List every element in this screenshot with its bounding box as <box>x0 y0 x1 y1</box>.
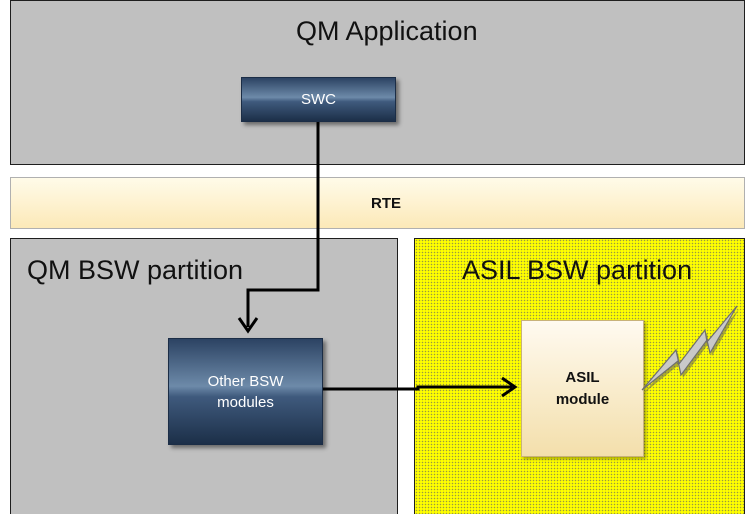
qm-application-title: QM Application <box>296 16 478 46</box>
other-bsw-label-line1: Other BSW <box>207 372 284 390</box>
bsw-to-asil-arrow <box>323 385 512 391</box>
swc-label: SWC <box>301 91 336 108</box>
rte-layer: RTE <box>10 177 745 229</box>
asil-module-box: ASIL module <box>521 320 644 457</box>
bsw-to-asil-arrowhead <box>501 376 518 398</box>
swc-to-bsw-arrowhead <box>237 317 259 334</box>
other-bsw-label-line2: modules <box>217 393 274 411</box>
asil-module-label-line1: ASIL <box>565 368 600 386</box>
other-bsw-modules-box: Other BSW modules <box>168 338 323 445</box>
swc-box: SWC <box>241 77 396 122</box>
lightning-bolt-icon <box>641 305 739 393</box>
rte-label: RTE <box>371 195 401 212</box>
asil-bsw-partition-title: ASIL BSW partition <box>462 255 693 285</box>
asil-module-label-line2: module <box>555 390 610 408</box>
qm-bsw-partition-title: QM BSW partition <box>27 255 244 285</box>
swc-to-bsw-arrow <box>246 122 320 327</box>
